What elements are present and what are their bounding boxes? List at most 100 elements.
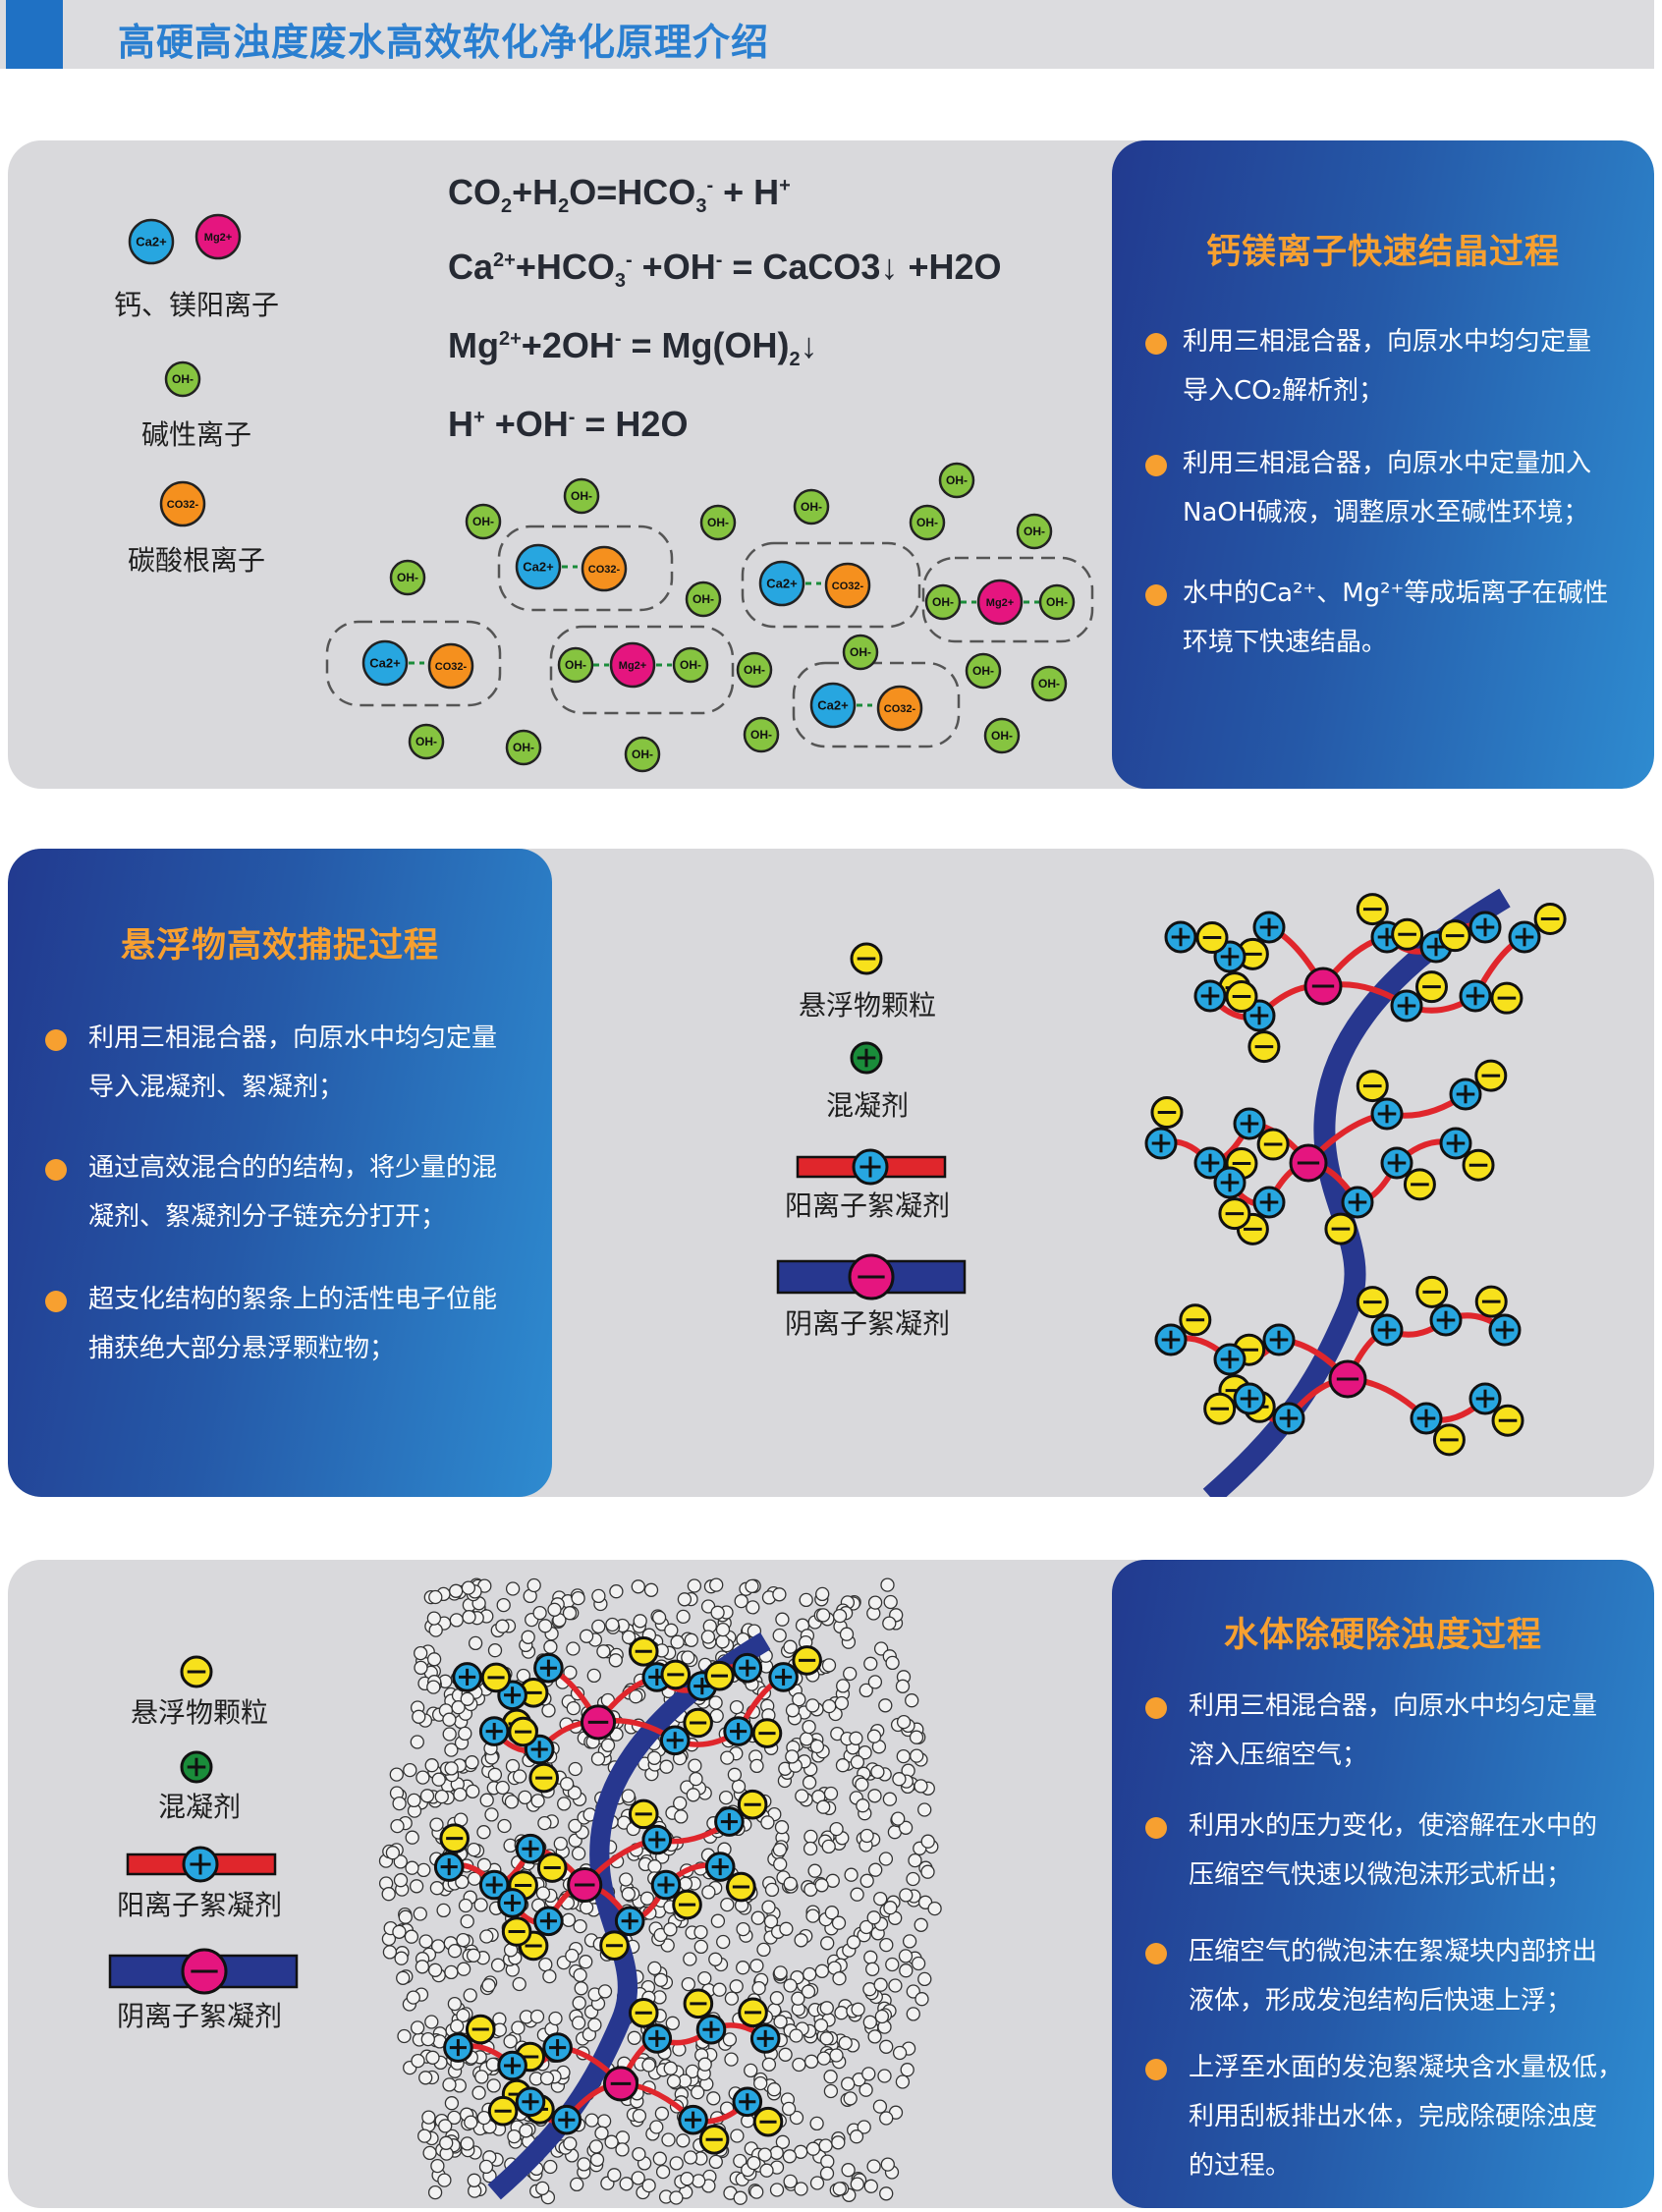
- cationic-site: [1410, 1402, 1443, 1435]
- cationic-site: [515, 1833, 546, 1864]
- micro-bubble: [859, 1683, 873, 1698]
- micro-bubble: [397, 2028, 412, 2044]
- micro-bubble: [729, 1699, 745, 1715]
- micro-bubble: [792, 2057, 806, 2073]
- micro-bubble: [736, 1921, 750, 1937]
- cationic-site: [650, 1869, 682, 1901]
- svg-text:OH-: OH-: [972, 664, 994, 678]
- micro-bubble: [783, 2174, 798, 2189]
- micro-bubble: [911, 1956, 926, 1971]
- micro-bubble: [680, 2172, 694, 2186]
- micro-bubble: [701, 1885, 716, 1900]
- micro-bubble: [823, 2083, 839, 2099]
- ion-legend: Ca2+Mg2+OH-CO32-: [128, 213, 242, 527]
- micro-bubble: [885, 1655, 900, 1671]
- micro-bubble: [647, 1859, 662, 1874]
- coagulant-symbol: [180, 1750, 213, 1784]
- micro-bubble: [574, 1981, 588, 1996]
- micro-bubble: [731, 1779, 747, 1794]
- suspended-particle: [480, 1662, 512, 1693]
- micro-bubble: [619, 2177, 634, 2191]
- legend-coagulant-label: 混凝剂: [157, 1791, 241, 1823]
- cationic-site: [1459, 979, 1492, 1013]
- cationic-site: [641, 1824, 673, 1855]
- micro-bubble: [863, 1656, 878, 1671]
- micro-bubble: [430, 2158, 445, 2174]
- suspended-particle: [704, 1660, 735, 1691]
- micro-bubble: [805, 1908, 820, 1923]
- micro-bubble: [392, 1924, 407, 1939]
- cationic-site: [497, 2050, 527, 2081]
- cationic-site: [1419, 930, 1453, 964]
- cationic-polymer-chain: [595, 1674, 787, 1747]
- micro-bubble: [769, 2145, 784, 2160]
- micro-bubble: [879, 2186, 894, 2201]
- micro-bubble: [573, 1918, 587, 1934]
- micro-bubble: [724, 2052, 739, 2067]
- micro-bubble: [663, 1922, 678, 1937]
- micro-bubble: [801, 1984, 816, 1999]
- svg-text:OH-: OH-: [416, 735, 437, 748]
- micro-bubble: [579, 1629, 594, 1643]
- carbonate-ion: CO32-: [876, 685, 923, 732]
- crystallization-bullet-3: 水中的Ca²⁺、Mg²⁺等成垢离子在碱性 环境下快速结晶。: [1183, 579, 1609, 657]
- svg-text:Mg2+: Mg2+: [619, 660, 646, 672]
- micro-bubble: [873, 1891, 888, 1907]
- micro-bubble: [781, 2101, 797, 2117]
- micro-bubble: [450, 2018, 465, 2034]
- micro-bubble: [608, 1653, 623, 1668]
- micro-bubble: [899, 1963, 914, 1978]
- micro-bubble: [895, 2074, 911, 2089]
- micro-bubble: [424, 1758, 439, 1773]
- micro-bubble: [571, 1590, 585, 1606]
- micro-bubble: [382, 1945, 398, 1960]
- micro-bubble: [418, 2071, 433, 2085]
- micro-bubble: [841, 2163, 856, 2178]
- svg-text:CO32-: CO32-: [588, 564, 621, 576]
- micro-bubble: [749, 1959, 764, 1973]
- micro-bubble: [836, 1679, 851, 1693]
- cationic-site: [704, 1852, 736, 1882]
- bullet-dot: [45, 1029, 67, 1051]
- suspended-particle: [465, 2014, 496, 2045]
- micro-bubble: [473, 1898, 488, 1912]
- micro-bubble: [821, 1839, 836, 1854]
- micro-bubble: [393, 1854, 408, 1869]
- crystallization-info-box: 钙镁离子快速结晶过程 利用三相混合器，向原水中均匀定量 导入CO₂解析剂； 利用…: [1112, 140, 1654, 789]
- micro-bubble: [857, 2120, 871, 2134]
- micro-bubble: [559, 1776, 575, 1792]
- micro-bubble: [867, 1789, 882, 1803]
- micro-bubble: [407, 1793, 421, 1808]
- flocculation-diagram: [776, 888, 1567, 1497]
- micro-bubble: [404, 1929, 419, 1944]
- svg-text:OH-: OH-: [750, 728, 772, 742]
- micro-bubble: [792, 1692, 806, 1707]
- micro-bubble: [542, 1968, 557, 1984]
- micro-bubble: [632, 2108, 647, 2124]
- micro-bubble: [496, 1597, 511, 1613]
- micro-bubble: [693, 1939, 708, 1955]
- cationic-site: [1213, 940, 1246, 973]
- bullet-dot: [1145, 333, 1167, 355]
- cationic-site: [749, 2023, 781, 2054]
- micro-bubble: [478, 2159, 494, 2175]
- micro-bubble: [809, 2176, 825, 2190]
- micro-bubble: [722, 2032, 738, 2047]
- micro-bubble: [878, 1698, 893, 1713]
- legend-particle-label: 悬浮物颗粒: [130, 1696, 268, 1729]
- svg-text:OH-: OH-: [1038, 677, 1060, 691]
- micro-bubble: [769, 2183, 785, 2197]
- micro-bubble: [879, 2111, 894, 2126]
- legend-particle-label: 悬浮物颗粒: [798, 989, 936, 1022]
- micro-bubble: [392, 1796, 407, 1811]
- micro-bubble: [444, 2096, 460, 2111]
- micro-bubble: [561, 1912, 577, 1927]
- micro-bubble: [829, 2048, 844, 2063]
- micro-bubble: [791, 1991, 805, 2006]
- micro-bubble: [914, 1917, 928, 1932]
- micro-bubble: [420, 2031, 435, 2047]
- micro-bubble: [418, 1934, 433, 1949]
- suspended-particle: [726, 1871, 756, 1903]
- micro-bubble: [821, 1658, 837, 1673]
- ion-diagram: Ca2+Mg2+OH-CO32- Ca2+CO32-Ca2+CO32-OH-Mg…: [128, 213, 1094, 773]
